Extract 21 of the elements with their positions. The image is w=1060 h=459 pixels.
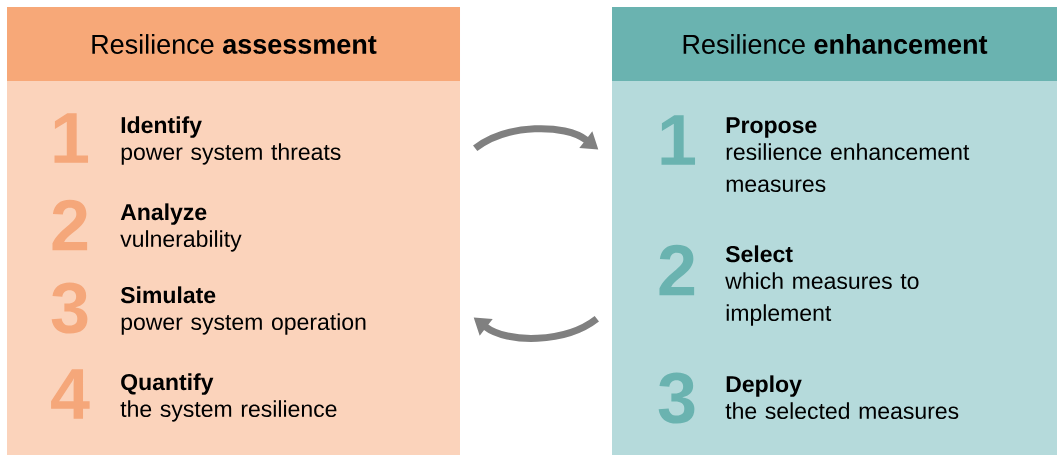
step-title: Analyze <box>120 203 207 225</box>
step-description: the selected measures <box>725 402 959 420</box>
step-title: Quantify <box>121 373 214 395</box>
step-description: resilience enhancement measures <box>726 143 970 193</box>
step-description: power system threats <box>121 143 341 165</box>
step-number: 2 <box>52 199 88 251</box>
step-title: Select <box>725 245 793 263</box>
step-description: the system resilience <box>120 400 337 422</box>
step-number: 3 <box>51 282 88 334</box>
step-description: power system operation <box>121 313 366 335</box>
step-title: Propose <box>726 117 817 138</box>
step-title: Simulate <box>120 286 216 304</box>
step-number: 2 <box>659 244 695 296</box>
step-description: vulnerability <box>120 230 242 252</box>
step-number: 4 <box>51 369 90 419</box>
step-number: 1 <box>54 113 89 163</box>
step-number: 3 <box>658 372 695 424</box>
step-title: Deploy <box>726 375 802 397</box>
step-number: 1 <box>661 115 696 165</box>
step-description: which measures to implement <box>725 272 919 326</box>
step-title: Identify <box>121 116 202 138</box>
